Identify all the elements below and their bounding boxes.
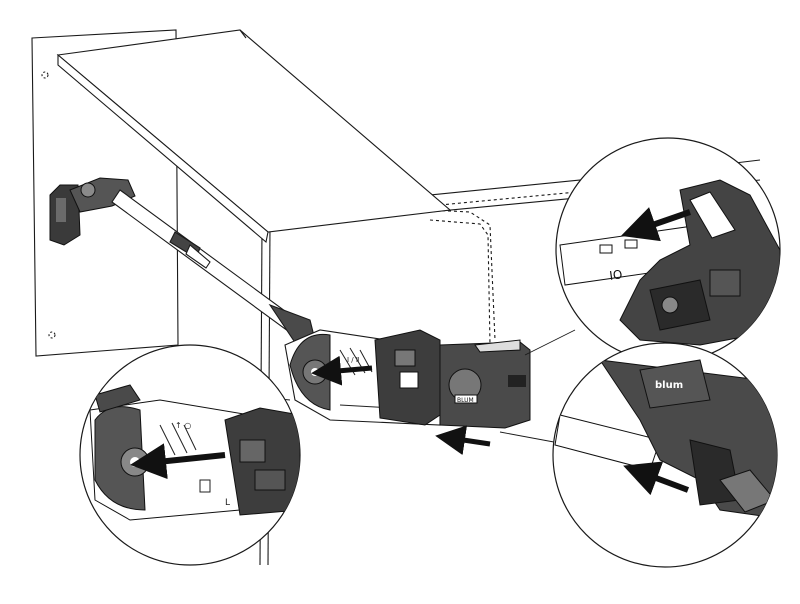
detail-callout-top: IO bbox=[555, 137, 781, 363]
detail-left-mark: ↑ ○ bbox=[175, 421, 191, 430]
detail-callout-left: ↑ ○ L bbox=[79, 344, 301, 566]
door-hinge-bracket bbox=[49, 177, 136, 246]
detail-left-l: L bbox=[225, 498, 230, 508]
mechanism-mark-open-close: Ⅰ / Ⅱ bbox=[347, 356, 359, 364]
lift-arm bbox=[111, 189, 316, 351]
brand-label-main: BLUM bbox=[457, 397, 474, 404]
brand-label-detail: blum bbox=[655, 380, 683, 391]
detail-callout-bottom: blum bbox=[552, 342, 778, 568]
detail-top-mark: IO bbox=[608, 267, 623, 283]
lift-door bbox=[56, 29, 452, 244]
lift-mechanism-main: Ⅰ / Ⅱ BLUM bbox=[284, 329, 531, 429]
insert-arrows-main bbox=[311, 355, 491, 456]
